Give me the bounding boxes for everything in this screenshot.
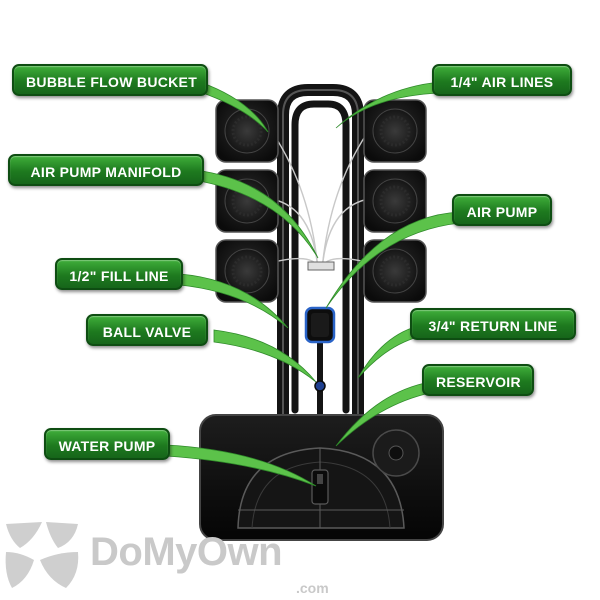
domyown-logo-mark	[5, 522, 79, 588]
leader-fill-line	[179, 273, 289, 329]
label-fill-line: 1/2" FILL LINE	[55, 258, 183, 290]
air-pump	[304, 306, 336, 344]
leader-return-line	[357, 325, 419, 379]
label-return-line: 3/4" RETURN LINE	[410, 308, 576, 340]
callout-leaders	[165, 81, 461, 487]
label-ball-valve: BALL VALVE	[86, 314, 208, 346]
label-water-pump: WATER PUMP	[44, 428, 170, 460]
leader-air-pump-manifold	[193, 169, 319, 259]
leader-reservoir	[335, 381, 431, 447]
leader-air-pump	[325, 211, 461, 309]
bucket-right-2	[363, 169, 427, 233]
pipe-loop	[277, 84, 364, 423]
air-pump-manifold	[307, 261, 335, 271]
label-air-lines: 1/4" AIR LINES	[432, 64, 572, 96]
leader-air-lines	[335, 81, 441, 129]
watermark-brand: DoMyOwn	[90, 530, 283, 574]
label-bubble-flow-bucket: BUBBLE FLOW BUCKET	[12, 64, 208, 96]
bucket-left-1	[215, 99, 279, 163]
leader-water-pump	[165, 444, 317, 487]
leader-bubble-flow-bucket	[199, 81, 269, 133]
bucket-right-3	[363, 239, 427, 303]
leader-ball-valve	[213, 329, 317, 383]
label-reservoir: RESERVOIR	[422, 364, 534, 396]
label-air-pump: AIR PUMP	[452, 194, 552, 226]
ball-valve	[314, 380, 326, 392]
water-pump	[311, 469, 329, 505]
bucket-right-1	[363, 99, 427, 163]
label-air-pump-manifold: AIR PUMP MANIFOLD	[8, 154, 204, 186]
watermark-domain: .com	[296, 580, 329, 596]
